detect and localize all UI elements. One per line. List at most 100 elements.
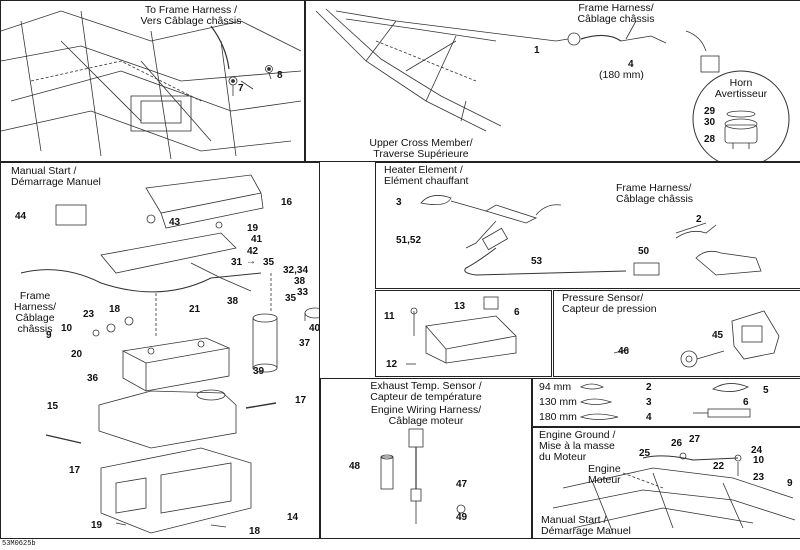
heater-title-fr: Elément chauffant [384, 175, 469, 187]
part-5: 5 [763, 385, 769, 396]
part-46: 46 [618, 346, 630, 357]
pressure-drawing [613, 310, 780, 368]
part-10-ground: 10 [753, 455, 765, 466]
pressure-title-fr: Capteur de pression [562, 303, 657, 315]
wires-drawing [579, 383, 751, 420]
frame-harness-label-fr: Câblage châssis [577, 13, 655, 25]
drawing-reference-code: 53M0625b [2, 540, 36, 548]
part-11: 11 [384, 311, 395, 322]
manual-start-drawing [20, 174, 319, 534]
wire-length-130: 130 mm [539, 396, 577, 408]
part-1: 1 [534, 45, 540, 56]
part-39: 39 [253, 366, 265, 377]
part-15: 15 [47, 401, 59, 412]
part-49: 49 [456, 512, 468, 523]
part-18-bottom: 18 [249, 526, 261, 537]
panel-manual-start: Manual Start / Démarrage Manuel Frame Ha… [0, 162, 320, 539]
frame-harness-fr-1: Câblage [15, 312, 55, 324]
panel-pressure-sensor: Pressure Sensor/ Capteur de pression 45 … [553, 290, 800, 377]
part-38-mid: 38 [227, 296, 239, 307]
part-37: 37 [299, 338, 311, 349]
part-43: 43 [169, 217, 181, 228]
part-6-module: 6 [514, 307, 520, 318]
heater-harness-fr: Câblage châssis [616, 193, 694, 205]
horn-label-en: Horn [729, 77, 753, 89]
ground-drawing [552, 452, 796, 534]
part-3-heater: 3 [396, 197, 402, 208]
part-36: 36 [87, 373, 99, 384]
heater-title-en: Heater Element / [384, 164, 463, 176]
frame-harness-en-2: Harness/ [13, 301, 56, 313]
pressure-title-en: Pressure Sensor/ [562, 292, 644, 304]
manual-start-label-fr: Démarrage Manuel [541, 525, 631, 537]
wire-length-180: 180 mm [539, 411, 577, 423]
part-26: 26 [671, 438, 683, 449]
heater-drawing [420, 195, 762, 276]
part-42: 42 [247, 246, 259, 257]
to-frame-harness-label-fr: Vers Câblage châssis [140, 15, 242, 27]
part-6-wire: 6 [743, 397, 749, 408]
part-35-mid: 35 [285, 293, 297, 304]
part-44: 44 [15, 211, 27, 222]
horn-label-fr: Avertisseur [714, 88, 768, 100]
part-19-top: 19 [247, 223, 259, 234]
part-35-top: 35 [263, 257, 275, 268]
ground-title-fr2: du Moteur [539, 451, 587, 463]
part-2-wire: 2 [646, 382, 652, 393]
panel-exhaust-temp-sensor: Exhaust Temp. Sensor / Capteur de tempér… [320, 378, 532, 539]
part-40: 40 [309, 323, 320, 334]
ground-title-fr1: Mise à la masse [539, 440, 615, 452]
part-4-wire: 4 [646, 412, 652, 423]
manual-start-title-en: Manual Start / [11, 165, 77, 177]
part-48: 48 [349, 461, 361, 472]
part-13: 13 [454, 301, 466, 312]
part-20: 20 [71, 349, 83, 360]
part-31: 31 [231, 257, 243, 268]
cross-member-label-en: Upper Cross Member/ [369, 137, 473, 149]
ground-title-en: Engine Ground / [539, 429, 616, 441]
part-2-heater: 2 [696, 214, 702, 225]
part-27: 27 [689, 434, 701, 445]
part-47: 47 [456, 479, 468, 490]
part-4-size: (180 mm) [599, 69, 644, 81]
part-22: 22 [713, 461, 725, 472]
engine-label-en: Engine [588, 463, 621, 475]
wire-length-94: 94 mm [539, 381, 572, 393]
panel-engine-ground: Engine Ground / Mise à la masse du Moteu… [532, 427, 800, 539]
part-50: 50 [638, 246, 650, 257]
arrow-31-35: → [246, 256, 256, 267]
part-53: 53 [531, 256, 543, 267]
part-14: 14 [287, 512, 299, 523]
part-8: 8 [277, 70, 283, 81]
exhaust-drawing [380, 428, 466, 524]
part-7: 7 [238, 83, 244, 94]
part-51-52: 51,52 [396, 235, 422, 246]
part-30: 30 [704, 117, 716, 128]
panel-wire-lengths: 94 mm 130 mm 180 mm 2 3 4 5 6 [532, 378, 800, 427]
part-33: 33 [297, 287, 309, 298]
part-9-ground: 9 [787, 478, 793, 489]
exhaust-title-en: Exhaust Temp. Sensor / [370, 380, 482, 392]
part-3-wire: 3 [646, 397, 652, 408]
part-4: 4 [628, 59, 634, 70]
cross-member-label-fr: Traverse Supérieure [373, 148, 469, 160]
part-24: 24 [751, 445, 763, 456]
to-frame-harness-label-en: To Frame Harness / [144, 4, 238, 16]
part-19-bottom: 19 [91, 520, 103, 531]
part-18-top: 18 [109, 304, 121, 315]
panel-frame-harness-horn: Frame Harness/ Câblage châssis 1 4 (180 … [305, 0, 800, 162]
part-23: 23 [83, 309, 95, 320]
part-16: 16 [281, 197, 293, 208]
heater-harness-en: Frame Harness/ [616, 182, 692, 194]
engine-harness-en: Engine Wiring Harness/ [370, 404, 482, 416]
exhaust-title-fr: Capteur de température [370, 391, 482, 403]
part-21: 21 [189, 304, 201, 315]
panel-control-module: 11 13 6 12 [375, 290, 552, 377]
part-10: 10 [61, 323, 73, 334]
manual-start-label-en: Manual Start / [541, 514, 607, 526]
frame-drawing-left [1, 10, 302, 160]
part-17-right: 17 [295, 395, 307, 406]
part-9: 9 [46, 330, 52, 341]
engine-harness-fr: Câblage moteur [388, 415, 464, 427]
part-45: 45 [712, 330, 724, 341]
